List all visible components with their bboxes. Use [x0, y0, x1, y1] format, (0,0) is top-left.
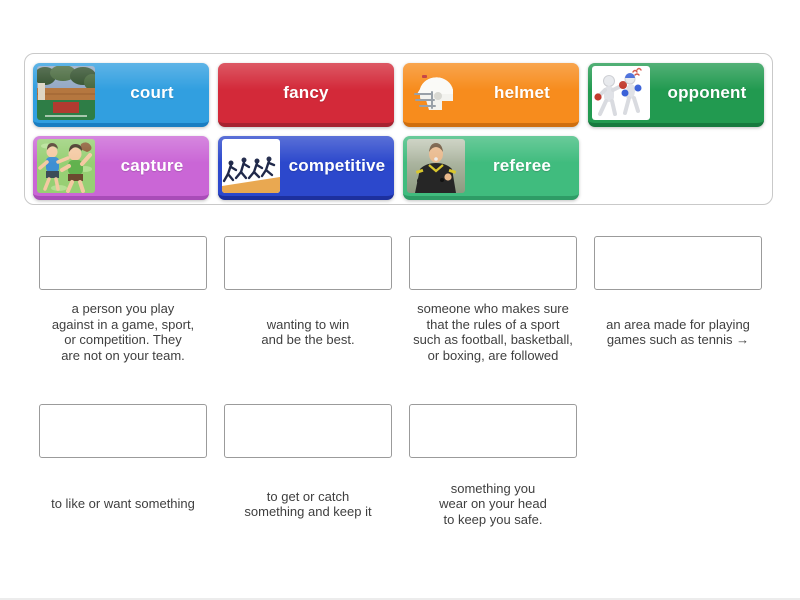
match-col: to like or want something — [39, 404, 207, 550]
word-tile-helmet[interactable]: helmet — [403, 63, 579, 127]
drop-zone-referee[interactable] — [409, 236, 577, 290]
court-photo-icon — [37, 66, 95, 120]
drop-zone-court[interactable] — [594, 236, 762, 290]
word-tile-opponent[interactable]: opponent — [588, 63, 764, 127]
definition-text: something you wear on your head to keep … — [439, 480, 547, 527]
drop-zone-capture[interactable] — [224, 404, 392, 458]
page-bottom-divider — [0, 598, 800, 600]
match-col: something you wear on your head to keep … — [409, 404, 577, 550]
match-col: someone who makes sure that the rules of… — [409, 236, 577, 374]
word-tile-label: fancy — [283, 83, 329, 102]
word-tile-label: helmet — [494, 83, 550, 102]
kids-playing-tag-icon — [37, 139, 95, 193]
word-tile-court[interactable]: court — [33, 63, 209, 127]
definition-text: wanting to win and be the best. — [261, 316, 355, 348]
match-col: a person you play against in a game, spo… — [39, 236, 207, 374]
word-tile-label: referee — [492, 156, 552, 175]
word-bank-panel: court fancy helmet — [24, 53, 773, 205]
runners-racing-icon — [222, 139, 280, 193]
definition-text: someone who makes sure that the rules of… — [413, 301, 573, 363]
match-row-1: a person you play against in a game, spo… — [39, 236, 762, 374]
drop-zone-helmet[interactable] — [409, 404, 577, 458]
drop-zone-opponent[interactable] — [39, 236, 207, 290]
boxing-opponents-icon — [592, 66, 650, 120]
word-tile-label: competitive — [288, 156, 386, 175]
word-tile-competitive[interactable]: competitive — [218, 136, 394, 200]
word-tile-capture[interactable]: capture — [33, 136, 209, 200]
match-col: wanting to win and be the best. — [224, 236, 392, 374]
match-row-2: to like or want something to get or catc… — [39, 404, 577, 550]
match-col: to get or catch something and keep it — [224, 404, 392, 550]
referee-photo-icon — [407, 139, 465, 193]
drop-zone-competitive[interactable] — [224, 236, 392, 290]
football-helmet-icon — [407, 66, 465, 120]
definition-text: to get or catch something and keep it — [244, 488, 372, 520]
drop-zone-fancy[interactable] — [39, 404, 207, 458]
word-bank-row-2: capture — [33, 136, 764, 200]
word-tile-fancy[interactable]: fancy — [218, 63, 394, 127]
definition-text: an area made for playing games such as t… — [606, 316, 750, 348]
match-col: an area made for playing games such as t… — [594, 236, 762, 374]
definition-text: to like or want something — [51, 496, 195, 512]
word-tile-referee[interactable]: referee — [403, 136, 579, 200]
word-tile-label: opponent — [667, 83, 747, 102]
definition-text: a person you play against in a game, spo… — [51, 301, 195, 363]
word-tile-label: capture — [120, 156, 184, 175]
word-bank-row-1: court fancy helmet — [33, 63, 764, 127]
word-tile-label: court — [130, 83, 174, 102]
